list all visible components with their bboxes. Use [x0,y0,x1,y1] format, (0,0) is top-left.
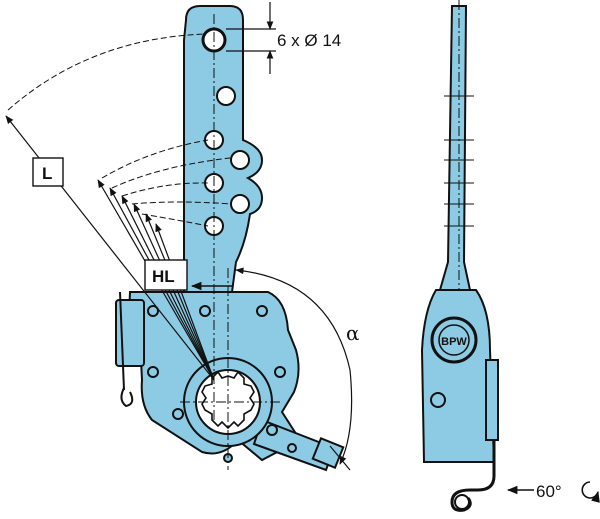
hole-length-box [144,259,188,291]
emblem-text: BPW [441,336,467,348]
rotation-label: 60° [536,482,562,501]
screw [147,366,159,378]
hole-dimension [226,2,276,74]
screw [274,366,286,378]
screw [147,305,159,317]
side-bolt [430,392,446,408]
lever-arm [183,5,264,293]
hole-length-label: HL [152,267,175,286]
length-lines [5,115,215,381]
angle-dimension [235,267,353,471]
arm-length-label: L [42,164,52,183]
angle-label: α [346,321,360,345]
lever-hole [230,150,250,170]
screw [199,305,211,317]
rotation-arrow-icon [581,481,600,503]
arm-length-box [32,157,64,187]
pin-loop [120,387,134,408]
radius-arcs [7,33,233,227]
locking-pin [119,291,125,391]
lever-hole [216,86,236,106]
screw [266,424,278,436]
side-view [420,5,499,512]
hole-spec-label: 6 x Ø 14 [277,31,341,50]
side-hook [450,440,496,512]
lever-ticks [444,95,474,227]
screw [256,305,268,317]
side-body [420,289,496,463]
lever-hole [230,194,250,214]
side-lever [438,5,472,291]
screw [172,408,184,420]
side-flange [485,359,499,441]
screw [287,443,297,453]
